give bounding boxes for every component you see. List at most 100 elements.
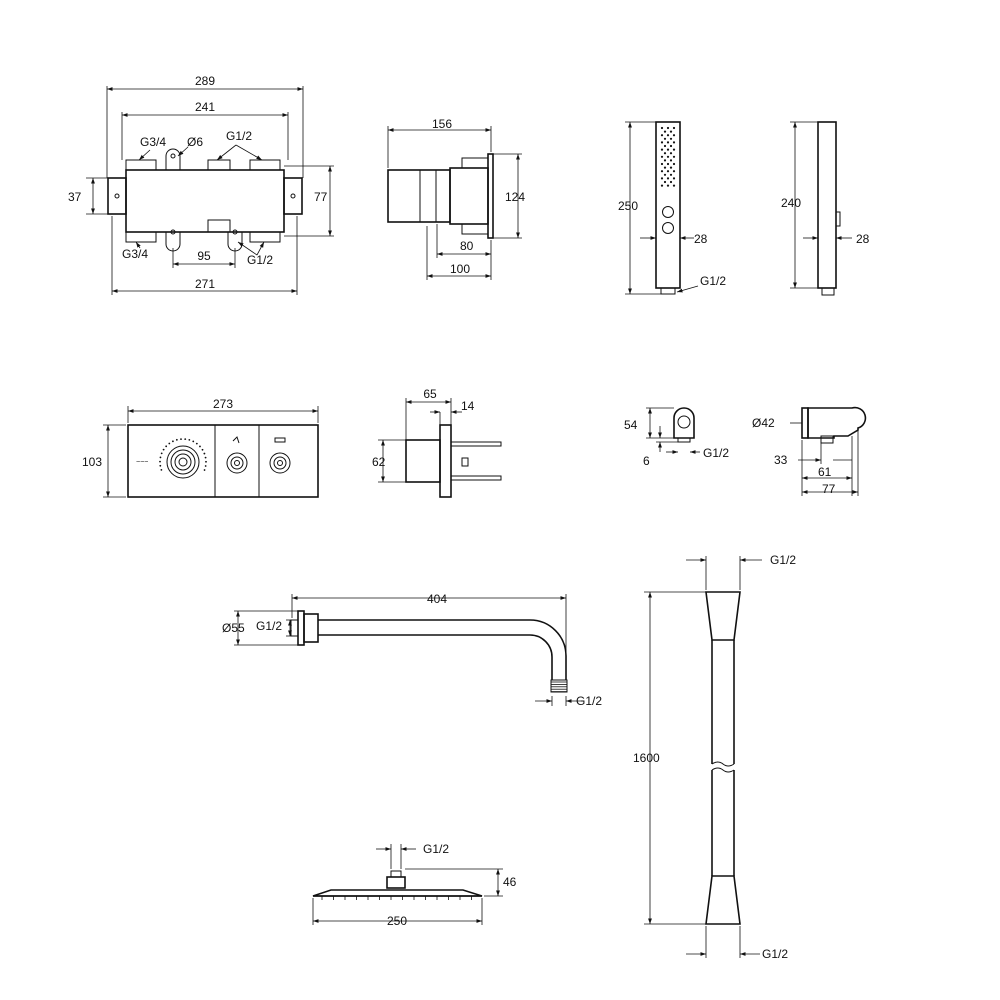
spray-nozzle (672, 184, 676, 187)
spray-nozzle (663, 137, 667, 140)
scale-dot (184, 438, 187, 441)
spray-nozzle (660, 148, 664, 151)
spray-nozzle (663, 159, 667, 162)
scale-dot (160, 452, 163, 455)
spray-nozzle (660, 126, 664, 130)
spray-nozzle (672, 126, 676, 130)
spray-nozzle (663, 180, 667, 184)
temperature-scale (159, 438, 207, 471)
spray-nozzle (663, 130, 667, 133)
dim-center-spacing: 95 (197, 249, 211, 263)
shower-hose-body (705, 591, 741, 925)
spray-nozzle (672, 177, 676, 180)
control-panel-body: ~~~ (127, 424, 319, 498)
spray-nozzle (666, 126, 670, 130)
scale-dot (168, 442, 171, 445)
spray-nozzle (672, 162, 676, 166)
hand-shower-front-view: 250 28 G1/2 (618, 121, 726, 295)
hand-shower-side-dimensions (790, 121, 852, 289)
dim-hand-shower-side-height: 240 (781, 196, 801, 210)
scale-dot (195, 442, 198, 445)
spray-nozzle (660, 177, 664, 180)
spray-nozzle (660, 170, 664, 173)
spray-nozzle (669, 144, 673, 148)
spray-nozzle (669, 159, 673, 162)
hand-shower-side-view: 240 28 (781, 121, 870, 296)
dim-panel-side-height: 62 (372, 455, 386, 469)
scale-dot (192, 440, 195, 443)
valve-body (107, 148, 303, 252)
hand-shower-front-dimensions (625, 121, 699, 295)
spray-nozzle (669, 173, 673, 176)
spray-nozzle (660, 155, 664, 158)
dim-hand-shower-side-width: 28 (856, 232, 870, 246)
svg-text:~~~: ~~~ (136, 459, 148, 466)
dim-elbow-33: 33 (774, 453, 788, 467)
scale-dot (205, 460, 207, 463)
dim-panel-width: 273 (213, 397, 233, 411)
valve-side-body (387, 153, 494, 239)
label-hose-bottom-thread: G1/2 (762, 947, 788, 961)
hand-shower-front-body (655, 121, 681, 295)
scale-dot (204, 456, 207, 459)
spray-nozzle (663, 173, 667, 176)
dim-depth-max: 100 (450, 262, 470, 276)
hand-shower-knob (226, 436, 248, 474)
thread-body (550, 679, 568, 693)
scale-dot (160, 468, 163, 471)
label-arm-inlet-thread: G1/2 (256, 619, 282, 633)
wall-elbow-front-view: 54 6 G1/2 (624, 407, 729, 468)
dim-overall-width: 289 (195, 74, 215, 88)
label-elbow-connection: G1/2 (703, 446, 729, 460)
dim-hand-shower-height: 250 (618, 199, 638, 213)
wall-elbow-front-body (673, 407, 695, 443)
head-shower-jets (321, 896, 472, 900)
spray-nozzle (672, 134, 676, 137)
scale-dot (159, 464, 162, 467)
spray-nozzle (672, 155, 676, 158)
spray-nozzle (666, 148, 670, 151)
shower-arm-dimensions (234, 594, 584, 706)
spray-nozzle (660, 134, 664, 137)
spray-nozzle (666, 184, 670, 187)
label-head-shower-thread: G1/2 (423, 842, 449, 856)
arm-outlet-thread (550, 679, 568, 693)
head-shower-body (312, 870, 483, 900)
valve-side-view: 156 124 80 100 (387, 117, 525, 280)
dim-panel-thickness: 14 (461, 399, 475, 413)
spray-nozzles (660, 126, 676, 187)
spray-nozzle (669, 152, 673, 155)
spray-nozzle (672, 141, 676, 144)
scale-dot (162, 448, 165, 451)
scale-dot (203, 469, 206, 471)
shower-arm-body (290, 610, 568, 693)
spray-nozzle (666, 170, 670, 173)
valve-dimensions (86, 86, 334, 295)
label-hose-top-thread: G1/2 (770, 553, 796, 567)
label-arm-outlet-thread: G1/2 (576, 694, 602, 708)
panel-side-body (405, 424, 502, 498)
spray-nozzle (663, 152, 667, 155)
label-inlet-bottom-left: G3/4 (122, 247, 148, 261)
valve-side-dimensions (387, 126, 522, 280)
brand-logo: ~~~ (136, 459, 148, 466)
label-hand-shower-connection: G1/2 (700, 274, 726, 288)
wall-elbow-side-view: Ø42 33 61 77 (752, 406, 867, 496)
label-hole-diameter: Ø6 (187, 135, 203, 149)
mixer-valve-top-view: 289 241 G3/4 Ø6 G1/2 37 77 G3/4 95 G1/2 … (68, 74, 334, 295)
dim-depth-min: 80 (460, 239, 474, 253)
scale-dot (175, 438, 178, 441)
dim-hand-shower-width: 28 (694, 232, 708, 246)
dim-housing-width: 271 (195, 277, 215, 291)
scale-dot (159, 456, 162, 459)
spray-nozzle (663, 166, 667, 169)
shower-arm-view: 404 Ø55 G1/2 G1/2 (222, 592, 602, 708)
dim-hose-length: 1600 (633, 751, 660, 765)
dim-right-height: 77 (314, 190, 328, 204)
spray-nozzle (660, 184, 664, 187)
dim-elbow-offset: 6 (643, 454, 650, 468)
dim-left-height: 37 (68, 190, 82, 204)
head-shower-view: G1/2 46 250 (312, 842, 517, 928)
dim-panel-height: 103 (82, 455, 102, 469)
label-outlet-top: G1/2 (226, 129, 252, 143)
